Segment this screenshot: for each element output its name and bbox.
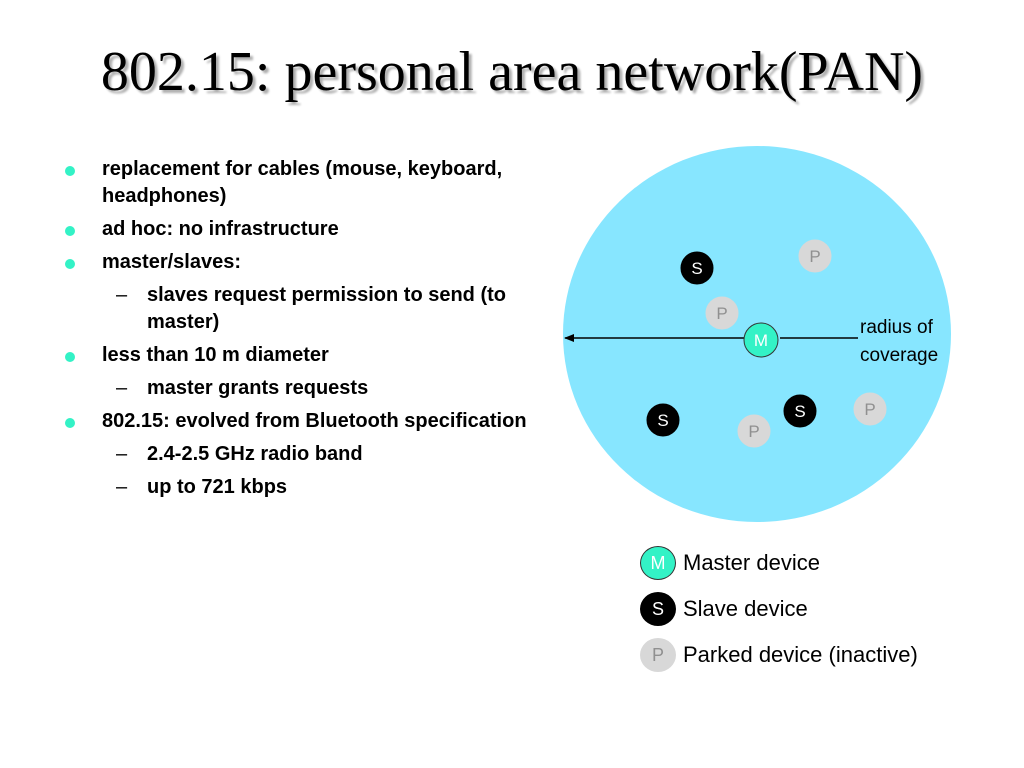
master-badge-icon: M	[640, 546, 676, 580]
bullet-text: ad hoc: no infrastructure	[102, 218, 339, 240]
bullet-item: master/slaves:	[62, 249, 532, 276]
legend-master: M Master device	[640, 546, 970, 580]
sub-bullet-item: – master grants requests	[62, 375, 532, 402]
bullet-dot-icon	[65, 352, 75, 362]
legend-parked-label: Parked device (inactive)	[683, 642, 918, 667]
sub-bullet-text: 2.4-2.5 GHz radio band	[147, 443, 363, 465]
radius-label-line1: radius of	[860, 317, 934, 338]
sub-bullet-item: – slaves request permission to send (to …	[62, 282, 532, 336]
dash-icon: –	[116, 284, 128, 306]
bullet-text: 802.15: evolved from Bluetooth specifica…	[102, 410, 527, 432]
parked-node: P	[853, 392, 887, 426]
bullet-item: ad hoc: no infrastructure	[62, 216, 532, 243]
slide-title: 802.15: personal area network(PAN)	[100, 41, 924, 103]
slave-node: S	[680, 251, 714, 285]
bullet-dot-icon	[65, 418, 75, 428]
slave-badge-icon: S	[640, 592, 676, 626]
master-node: M	[743, 322, 779, 358]
bullet-dot-icon	[65, 226, 75, 236]
slave-node-label: S	[794, 402, 805, 421]
bullet-text: master/slaves:	[102, 251, 241, 273]
slave-node-label: S	[657, 411, 668, 430]
slave-node-label: S	[691, 259, 702, 278]
parked-node-label: P	[748, 422, 759, 441]
parked-node-label: P	[864, 400, 875, 419]
parked-node-circle	[705, 296, 739, 330]
sub-bullet-item: – up to 721 kbps	[62, 474, 532, 501]
bullet-item: less than 10 m diameter	[62, 342, 532, 369]
legend-parked: P Parked device (inactive)	[640, 638, 970, 672]
radius-label-line2: coverage	[860, 345, 938, 366]
master-node-circle	[743, 322, 779, 358]
device-nodes: S P P M S S P P	[646, 239, 887, 448]
bullet-item: replacement for cables (mouse, keyboard,…	[62, 156, 532, 210]
sub-bullet-text: up to 721 kbps	[147, 476, 288, 498]
parked-node-circle	[853, 392, 887, 426]
dash-icon: –	[116, 377, 128, 399]
bullet-item: 802.15: evolved from Bluetooth specifica…	[62, 408, 532, 435]
parked-node-circle	[798, 239, 832, 273]
parked-node: P	[705, 296, 739, 330]
bullet-list: replacement for cables (mouse, keyboard,…	[62, 156, 532, 507]
legend-slave-label: Slave device	[683, 596, 808, 621]
dash-icon: –	[116, 443, 128, 465]
dash-icon: –	[116, 476, 128, 498]
parked-node-label: P	[809, 247, 820, 266]
sub-bullet-text: master grants requests	[147, 377, 369, 399]
parked-badge-icon: P	[640, 638, 676, 672]
sub-bullet-item: – 2.4-2.5 GHz radio band	[62, 441, 532, 468]
parked-node-circle	[737, 414, 771, 448]
slave-node: S	[646, 403, 680, 437]
legend-slave: S Slave device	[640, 592, 970, 626]
sub-bullet-text: slaves request permission to send (to ma…	[147, 284, 506, 333]
parked-node: P	[798, 239, 832, 273]
slave-node-circle	[783, 394, 817, 428]
bullet-text: less than 10 m diameter	[102, 344, 329, 366]
parked-node-label: P	[716, 304, 727, 323]
bullet-dot-icon	[65, 166, 75, 176]
slave-node-circle	[680, 251, 714, 285]
parked-node: P	[737, 414, 771, 448]
master-node-label: M	[754, 331, 768, 350]
bullet-text: replacement for cables (mouse, keyboard,…	[102, 158, 503, 207]
slave-node: S	[783, 394, 817, 428]
bullet-dot-icon	[65, 259, 75, 269]
slave-node-circle	[646, 403, 680, 437]
legend-master-label: Master device	[683, 550, 820, 575]
